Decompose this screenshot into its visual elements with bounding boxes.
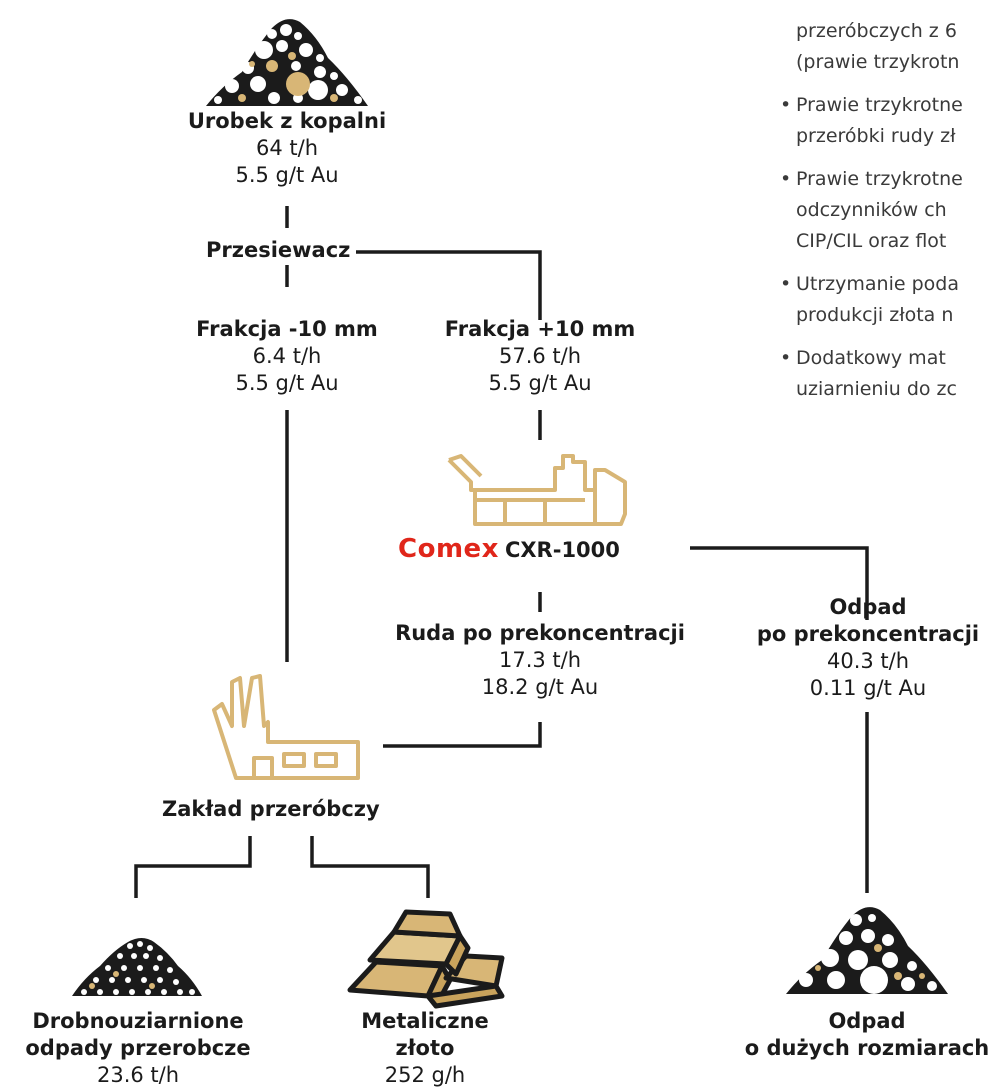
gold-title-1: Metaliczne <box>361 1009 489 1033</box>
waste-title-2: po prekoncentracji <box>756 622 980 646</box>
gold-bars-icon <box>347 909 505 1009</box>
ore-pile-icon <box>206 19 368 106</box>
gold-title-2: złoto <box>395 1036 455 1060</box>
node-fine-fraction: Frakcja -10 mm 6.4 t/h 5.5 g/t Au <box>162 316 412 397</box>
node-fine-tailings: Drobnouziarnione odpady przerobcze 23.6 … <box>0 1008 276 1089</box>
benefit-item: Utrzymanie poda produkcji złota n <box>780 269 1008 331</box>
factory-icon <box>212 674 360 780</box>
node-metallic-gold: Metaliczne złoto 252 g/h <box>300 1008 550 1089</box>
comex-logo: Comex <box>398 534 499 564</box>
bigwaste-title-1: Odpad <box>828 1009 906 1033</box>
node-preconc-waste: Odpad po prekoncentracji 40.3 t/h 0.11 g… <box>742 594 994 702</box>
sorter-model: CXR-1000 <box>504 538 620 562</box>
waste-title-1: Odpad <box>829 595 907 619</box>
sorter-machine-icon <box>447 454 627 526</box>
benefit-item: Prawie trzykrotne odczynników ch CIP/CIL… <box>780 164 1008 257</box>
mine-flow-rate: 64 t/h <box>255 136 318 160</box>
mine-title: Urobek z kopalni <box>187 109 387 133</box>
preconc-title: Ruda po prekoncentracji <box>395 621 685 645</box>
fine-flow-rate: 6.4 t/h <box>252 344 322 368</box>
line-plant-to-tailings <box>134 836 252 898</box>
benefit-line-2: (prawie trzykrotn <box>796 51 960 73</box>
preconc-flow-rate: 17.3 t/h <box>498 648 582 672</box>
preconc-grade: 18.2 g/t Au <box>481 675 599 699</box>
bigwaste-title-2: o dużych rozmiarach <box>744 1036 990 1060</box>
tailings-title-1: Drobnouziarnione <box>32 1009 244 1033</box>
node-mine: Urobek z kopalni 64 t/h 5.5 g/t Au <box>162 108 412 189</box>
node-coarse-waste: Odpad o dużych rozmiarach <box>730 1008 1004 1062</box>
benefit-line-1: przeróbczych z 6 <box>796 20 957 42</box>
node-preconcentrated-ore: Ruda po prekoncentracji 17.3 t/h 18.2 g/… <box>370 620 710 701</box>
fine-tailings-pile-icon <box>72 938 202 996</box>
fine-grade: 5.5 g/t Au <box>235 371 339 395</box>
coarse-grade: 5.5 g/t Au <box>488 371 592 395</box>
line-plant-to-gold <box>310 836 430 898</box>
coarse-title: Frakcja +10 mm <box>444 317 636 341</box>
node-coarse-fraction: Frakcja +10 mm 57.6 t/h 5.5 g/t Au <box>415 316 665 397</box>
tailings-title-2: odpady przerobcze <box>25 1036 251 1060</box>
benefit-continued: przeróbczych z 6 (prawie trzykrotn <box>780 16 1008 78</box>
coarse-flow-rate: 57.6 t/h <box>498 344 582 368</box>
mine-grade: 5.5 g/t Au <box>235 163 339 187</box>
benefit-item: Dodatkowy mat uziarnieniu do zc <box>780 343 1008 405</box>
tailings-flow-rate: 23.6 t/h <box>96 1063 180 1087</box>
node-screen: Przesiewacz <box>206 238 351 262</box>
line-preconc-to-plant <box>383 722 542 748</box>
line-sorter-to-waste <box>690 546 869 620</box>
line-screen-to-coarse <box>356 250 542 320</box>
fine-title: Frakcja -10 mm <box>196 317 378 341</box>
node-processing-plant: Zakład przeróbczy <box>162 797 380 821</box>
waste-grade: 0.11 g/t Au <box>809 676 927 700</box>
gold-flow-rate: 252 g/h <box>384 1063 466 1087</box>
waste-flow-rate: 40.3 t/h <box>826 649 910 673</box>
benefit-item: Prawie trzykrotne przeróbki rudy zł <box>780 90 1008 152</box>
coarse-waste-pile-icon <box>786 907 948 994</box>
benefits-list: przeróbczych z 6 (prawie trzykrotn Prawi… <box>780 0 1008 417</box>
